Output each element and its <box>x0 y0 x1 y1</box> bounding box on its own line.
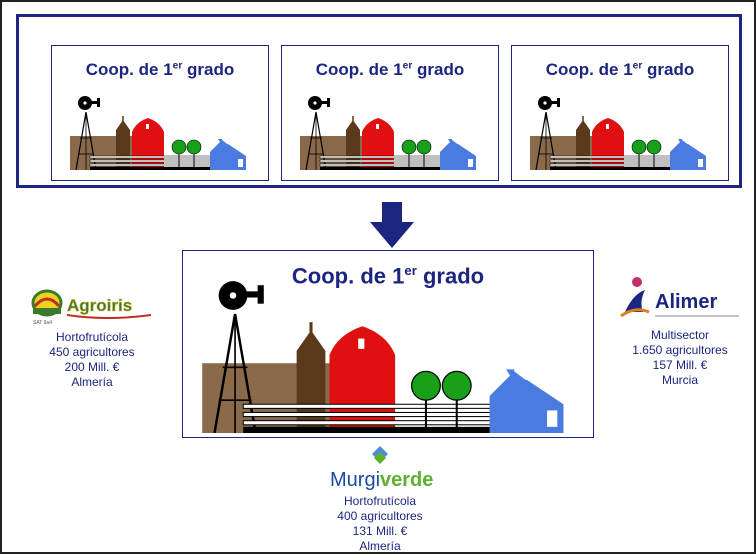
main-card-title: Coop. de 1er grado <box>291 263 485 289</box>
arrow-down-icon <box>370 202 414 248</box>
coop-sector: Multisector <box>650 328 709 342</box>
coop-card-title: Coop. de 1er grado <box>545 60 695 79</box>
farm-icon <box>530 96 706 170</box>
coop-revenue: 131 Mill. € <box>352 524 408 538</box>
coop-revenue: 157 Mill. € <box>652 358 708 372</box>
coop-region: Almería <box>359 539 401 553</box>
coop-farmers: 450 agricultores <box>49 345 135 359</box>
coop-card-3: Coop. de 1er grado <box>511 45 729 181</box>
farm-icon <box>70 96 246 170</box>
alimer-logo-text: Alimer <box>655 291 717 313</box>
alimer-logo: Alimer <box>620 277 739 318</box>
coop-sector: Hortofrutícola <box>343 494 417 508</box>
farm-icon <box>300 96 476 170</box>
coop-agroiris: Agroiris SAT 9a4 Hortofrutícola 450 agri… <box>22 286 162 390</box>
coop-card-1: Coop. de 1er grado <box>51 45 269 181</box>
coop-region: Almería <box>71 375 113 389</box>
coop-card-title: Coop. de 1er grado <box>85 60 235 79</box>
coop-revenue: 200 Mill. € <box>64 360 120 374</box>
coop-sector: Hortofrutícola <box>55 330 129 344</box>
coop-card-title: Coop. de 1er grado <box>315 60 465 79</box>
first-grade-cooperatives-group: Coop. de 1er grado Coop. de 1er grado <box>16 14 742 188</box>
coop-farmers: 400 agricultores <box>337 509 423 523</box>
murgiverde-logo-text: Murgiverde <box>330 469 433 490</box>
agroiris-logo-sub: SAT 9a4 <box>33 320 52 326</box>
coop-murgiverde: Murgiverde Hortofrutícola 400 agricultor… <box>320 444 440 554</box>
farm-icon <box>202 281 564 433</box>
murgiverde-logo: Murgiverde <box>330 446 433 491</box>
coop-region: Murcia <box>661 373 698 387</box>
coop-farmers: 1.650 agricultores <box>632 343 728 357</box>
second-grade-cooperative-card: Coop. de 1er grado <box>182 250 594 438</box>
agroiris-logo: Agroiris SAT 9a4 <box>31 289 152 326</box>
coop-alimer: Alimer Multisector 1.650 agricultores 15… <box>612 272 748 388</box>
coop-card-2: Coop. de 1er grado <box>281 45 499 181</box>
agroiris-logo-text: Agroiris <box>67 296 132 315</box>
